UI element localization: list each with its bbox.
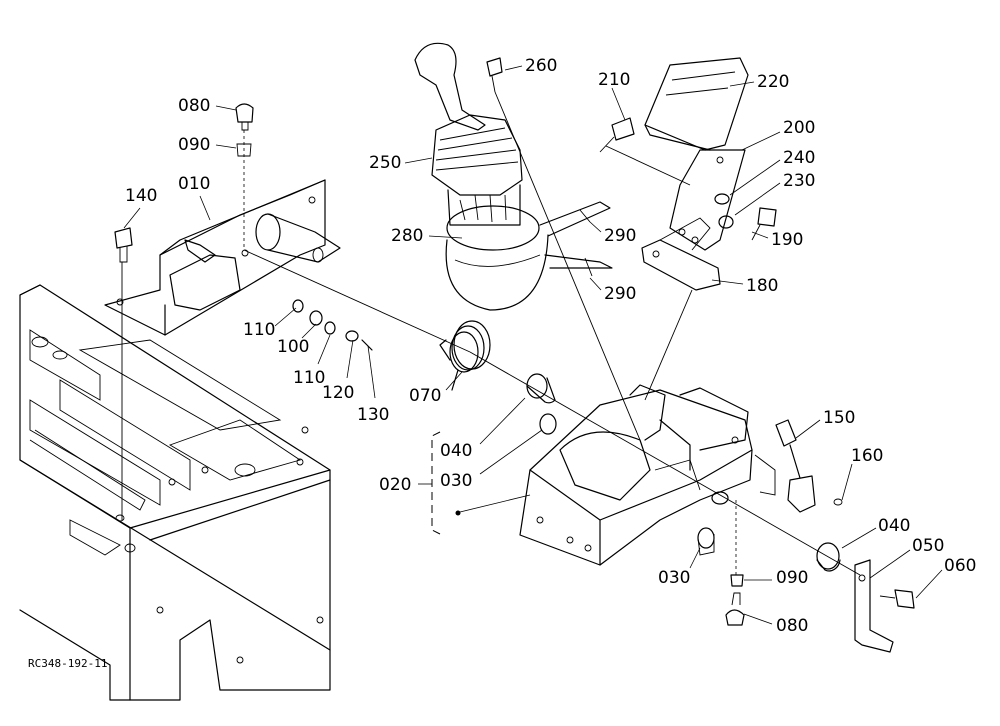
bolt-190 — [751, 207, 777, 241]
callout-080: 080 — [776, 616, 808, 636]
callout-leader-060 — [915, 569, 943, 599]
callout-leader-230 — [734, 182, 781, 216]
callout-leader-090 — [215, 144, 237, 149]
callout-leader-290 — [589, 221, 602, 233]
callout-leader-030 — [689, 547, 701, 569]
callout-leader-240 — [729, 159, 781, 196]
callout-230: 230 — [783, 171, 815, 191]
callout-010: 010 — [178, 174, 210, 194]
callout-leader-220 — [729, 81, 755, 87]
joystick-250 — [414, 42, 549, 311]
callout-leader-040 — [479, 397, 526, 445]
callout-leader-070 — [445, 371, 463, 391]
bushings-100-110 — [243, 249, 471, 353]
callout-120: 120 — [322, 383, 354, 403]
hardware-080-090-bottom — [725, 500, 745, 626]
callout-220: 220 — [757, 72, 789, 92]
callout-leader-050 — [869, 549, 911, 579]
callout-leader-180 — [711, 279, 744, 285]
callout-110: 110 — [293, 368, 325, 388]
nut-240-washer-230 — [714, 193, 734, 229]
callout-labels: 080 090 010 140 260 210 220 250 200 240 230 190 280 2… — [125, 56, 976, 636]
callout-200: 200 — [783, 118, 815, 138]
callout-240: 240 — [783, 148, 815, 168]
bushing-040-left — [526, 373, 556, 404]
callout-190: 190 — [771, 230, 803, 250]
base-020 — [519, 384, 776, 566]
callout-030: 030 — [440, 471, 472, 491]
callout-030: 030 — [658, 568, 690, 588]
callout-130: 130 — [357, 405, 389, 425]
callout-leader-120 — [346, 339, 354, 379]
plate-050 — [854, 559, 894, 653]
callout-leader-010 — [199, 195, 211, 221]
callout-leader-110 — [274, 307, 297, 327]
drawing-reference: RC348-192-11 — [28, 657, 107, 670]
rod-150 — [775, 419, 843, 513]
bolt-210 — [599, 117, 691, 186]
bracket-200 — [669, 149, 746, 251]
callout-leader-110 — [317, 334, 331, 365]
axis-line — [469, 351, 861, 576]
armrest-220 — [644, 57, 749, 151]
callout-040: 040 — [440, 441, 472, 461]
callout-leader-260 — [504, 65, 523, 71]
callout-100: 100 — [277, 337, 309, 357]
callout-leader-080 — [215, 105, 237, 111]
spring-070 — [439, 320, 491, 391]
callout-leader-100 — [301, 323, 317, 339]
callout-leader-150 — [795, 419, 821, 439]
bushing-030-left — [539, 413, 557, 435]
callout-090: 090 — [776, 568, 808, 588]
callout-260: 260 — [525, 56, 557, 76]
callout-leader-280 — [428, 235, 463, 239]
knob-080-top — [235, 103, 254, 250]
callout-210: 210 — [598, 70, 630, 90]
callout-leader-290 — [589, 277, 602, 291]
callout-250: 250 — [369, 153, 401, 173]
group-bracket-020 — [431, 431, 441, 535]
callout-leader-250 — [404, 157, 433, 164]
callout-leader-190 — [751, 231, 769, 239]
callout-090: 090 — [178, 135, 210, 155]
callout-080: 080 — [178, 96, 210, 116]
callout-leader-030 — [479, 429, 543, 475]
bushing-040-right — [816, 542, 841, 572]
callout-leader-130 — [367, 345, 376, 399]
dot-020 — [455, 510, 461, 516]
bracket-180 — [641, 217, 721, 401]
callout-leader-040 — [841, 527, 877, 549]
callout-060: 060 — [944, 556, 976, 576]
callout-150: 150 — [823, 408, 855, 428]
callout-160: 160 — [851, 446, 883, 466]
callout-leader-080 — [743, 613, 773, 625]
leader-140 — [123, 207, 141, 229]
callout-290: 290 — [604, 226, 636, 246]
floor-plate — [19, 284, 331, 701]
bolt-260 — [486, 57, 641, 441]
callout-leader-160 — [841, 463, 853, 501]
callout-290: 290 — [604, 284, 636, 304]
callout-110: 110 — [243, 320, 275, 340]
callout-leader-200 — [741, 131, 781, 151]
cable-ties-290 — [539, 201, 613, 277]
callout-180: 180 — [746, 276, 778, 296]
bushing-030-bottom — [697, 527, 715, 556]
bolt-140 — [114, 227, 133, 520]
callout-040: 040 — [878, 516, 910, 536]
callout-140: 140 — [125, 186, 157, 206]
callout-280: 280 — [391, 226, 423, 246]
callout-020: 020 — [379, 475, 411, 495]
callout-070: 070 — [409, 386, 441, 406]
callout-leader-210 — [611, 87, 626, 121]
bracket-010 — [104, 179, 341, 336]
bolt-060 — [879, 589, 915, 609]
callout-050: 050 — [912, 536, 944, 556]
leader-020-base — [459, 494, 531, 513]
